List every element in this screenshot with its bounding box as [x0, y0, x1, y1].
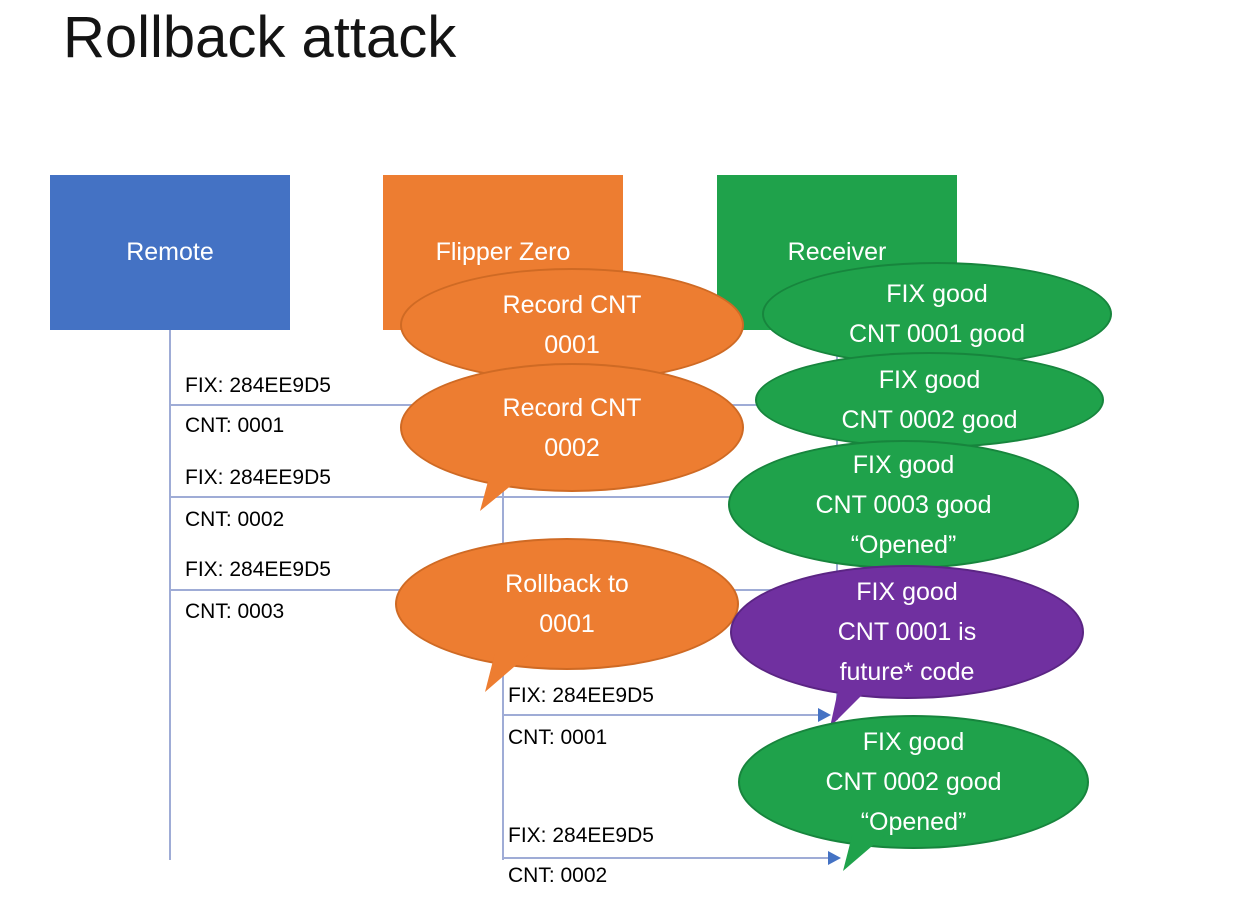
bubble-text-line: CNT 0002 good: [825, 768, 1002, 796]
bubble-text-line: FIX good: [878, 366, 981, 394]
message-line-4: [503, 714, 818, 716]
message-4-fix-label: FIX: 284EE9D5: [508, 684, 654, 707]
actor-label-receiver: Receiver: [787, 238, 887, 266]
message-5-cnt-label: CNT: 0002: [508, 864, 608, 887]
speech-bubble-rollback-to-0001: Rollback to 0001: [395, 538, 739, 692]
message-line-2: [170, 496, 825, 498]
remote-lifeline: [169, 330, 171, 860]
message-2-cnt-label: CNT: 0002: [185, 508, 285, 531]
message-line-5: [503, 857, 828, 859]
speech-bubble-cnt-0002-good: FIX good CNT 0002 good: [755, 352, 1104, 448]
message-5-fix-label: FIX: 284EE9D5: [508, 824, 654, 847]
speech-bubble-record-cnt-0002: Record CNT 0002: [400, 363, 744, 511]
message-3-cnt-label: CNT: 0003: [185, 600, 285, 623]
speech-bubble-cnt-0003-good-opened: FIX good CNT 0003 good “Opened”: [728, 440, 1079, 569]
message-1-cnt-label: CNT: 0001: [185, 414, 285, 437]
bubble-text-line: FIX good: [852, 450, 955, 479]
bubble-text-line: “Opened”: [850, 530, 957, 559]
actor-label-flipper-zero: Flipper Zero: [435, 238, 571, 266]
message-2-fix-label: FIX: 284EE9D5: [185, 466, 331, 489]
bubble-text-line: Rollback to: [505, 570, 629, 598]
message-1-fix-label: FIX: 284EE9D5: [185, 374, 331, 397]
slide-title: Rollback attack: [63, 5, 457, 70]
message-3-fix-label: FIX: 284EE9D5: [185, 558, 331, 581]
message-4-cnt-label: CNT: 0001: [508, 726, 608, 749]
actor-box-remote: Remote: [50, 175, 290, 330]
bubble-text-line: Record CNT: [502, 291, 642, 319]
bubble-text-line: 0001: [539, 610, 595, 638]
bubble-text-line: 0001: [544, 331, 600, 359]
bubble-text-line: FIX good: [886, 280, 988, 308]
speech-bubble-cnt-0002-good-opened: FIX good CNT 0002 good “Opened”: [738, 715, 1089, 871]
bubble-text-line: Record CNT: [502, 393, 642, 422]
message-arrowhead-5: [828, 851, 841, 865]
actor-label-remote: Remote: [126, 238, 214, 266]
bubble-text-line: CNT 0001 good: [848, 320, 1026, 348]
bubble-text-line: future* code: [839, 658, 975, 686]
speech-bubble-cnt-0001-future-code: FIX good CNT 0001 is future* code: [730, 565, 1084, 727]
bubble-text-line: CNT 0001 is: [837, 618, 977, 646]
bubble-text-line: 0002: [544, 433, 600, 462]
bubble-text-line: “Opened”: [860, 808, 967, 836]
bubble-text-line: CNT 0002 good: [841, 406, 1018, 434]
bubble-text-line: FIX good: [862, 728, 965, 756]
message-arrowhead-4: [818, 708, 831, 722]
bubble-text-line: FIX good: [856, 578, 958, 606]
bubble-text-line: CNT 0003 good: [815, 490, 992, 519]
speech-bubble-cnt-0001-good: FIX good CNT 0001 good: [762, 262, 1112, 366]
